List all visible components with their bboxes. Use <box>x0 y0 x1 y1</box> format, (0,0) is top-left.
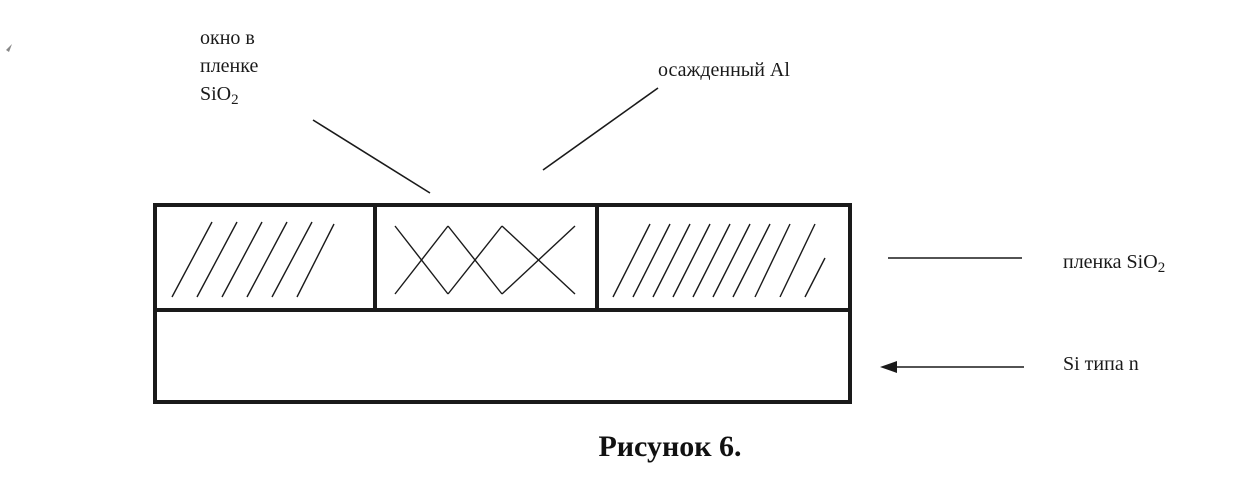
window-label-line2: пленке <box>200 55 259 77</box>
al-leader-line <box>542 87 659 171</box>
window-label-sub: 2 <box>231 92 239 108</box>
si-n-type-label: Si типа n <box>1063 353 1139 375</box>
si-arrow-head <box>880 361 897 373</box>
sio2-film-label-main: пленка SiO <box>1063 251 1158 273</box>
window-label-sio: SiO <box>200 83 232 105</box>
al-window-crosshatch <box>394 225 576 295</box>
window-label-line3: SiO2 <box>200 80 258 108</box>
si-arrow <box>880 361 1024 373</box>
sio2-film-label: пленка SiO2 <box>1063 248 1165 276</box>
sio2-film-label-sub: 2 <box>1157 260 1166 276</box>
window-label: окно в пленке SiO2 <box>200 24 258 108</box>
scan-speck <box>6 44 12 52</box>
left-sio2-hatch <box>171 221 335 298</box>
right-sio2-hatch <box>612 223 826 298</box>
si-substrate <box>153 308 852 404</box>
window-leader-line <box>312 119 431 194</box>
deposited-al-label: осажденный Al <box>658 59 790 81</box>
window-label-line1: окно в <box>200 27 255 49</box>
figure-caption: Рисунок 6. <box>598 430 742 463</box>
